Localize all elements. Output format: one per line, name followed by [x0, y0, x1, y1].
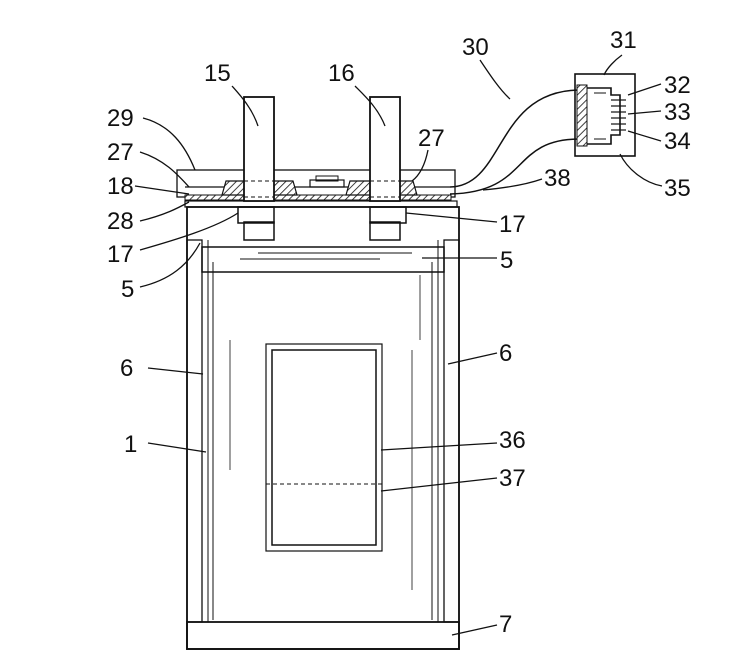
- cell-housing: [186, 206, 460, 650]
- label-28: 28: [107, 208, 134, 235]
- label-6-right: 6: [499, 340, 512, 367]
- label-6-left: 6: [120, 355, 133, 382]
- label-16: 16: [328, 60, 355, 87]
- label-30: 30: [462, 34, 489, 61]
- cover-plate: [176, 169, 458, 208]
- label-1: 1: [124, 431, 137, 458]
- label-34: 34: [664, 128, 691, 155]
- label-36: 36: [499, 427, 526, 454]
- label-27-left: 27: [107, 139, 134, 166]
- connector: [574, 73, 636, 157]
- label-27-right: 27: [418, 125, 445, 152]
- terminal-16: [369, 96, 407, 241]
- label-33: 33: [664, 99, 691, 126]
- label-18: 18: [107, 173, 134, 200]
- label-17-right: 17: [499, 211, 526, 238]
- label-35: 35: [664, 175, 691, 202]
- connection-cable: [449, 89, 579, 195]
- label-37: 37: [499, 465, 526, 492]
- label-5-left: 5: [121, 276, 134, 303]
- label-7: 7: [499, 611, 512, 638]
- label-38: 38: [544, 165, 571, 192]
- leader-lines: [134, 54, 663, 636]
- label-31: 31: [610, 27, 637, 54]
- module-36-37: [265, 343, 383, 552]
- terminal-15: [237, 96, 275, 241]
- label-5-right: 5: [500, 247, 513, 274]
- label-32: 32: [664, 72, 691, 99]
- label-15: 15: [204, 60, 231, 87]
- label-17-left: 17: [107, 241, 134, 268]
- label-29: 29: [107, 105, 134, 132]
